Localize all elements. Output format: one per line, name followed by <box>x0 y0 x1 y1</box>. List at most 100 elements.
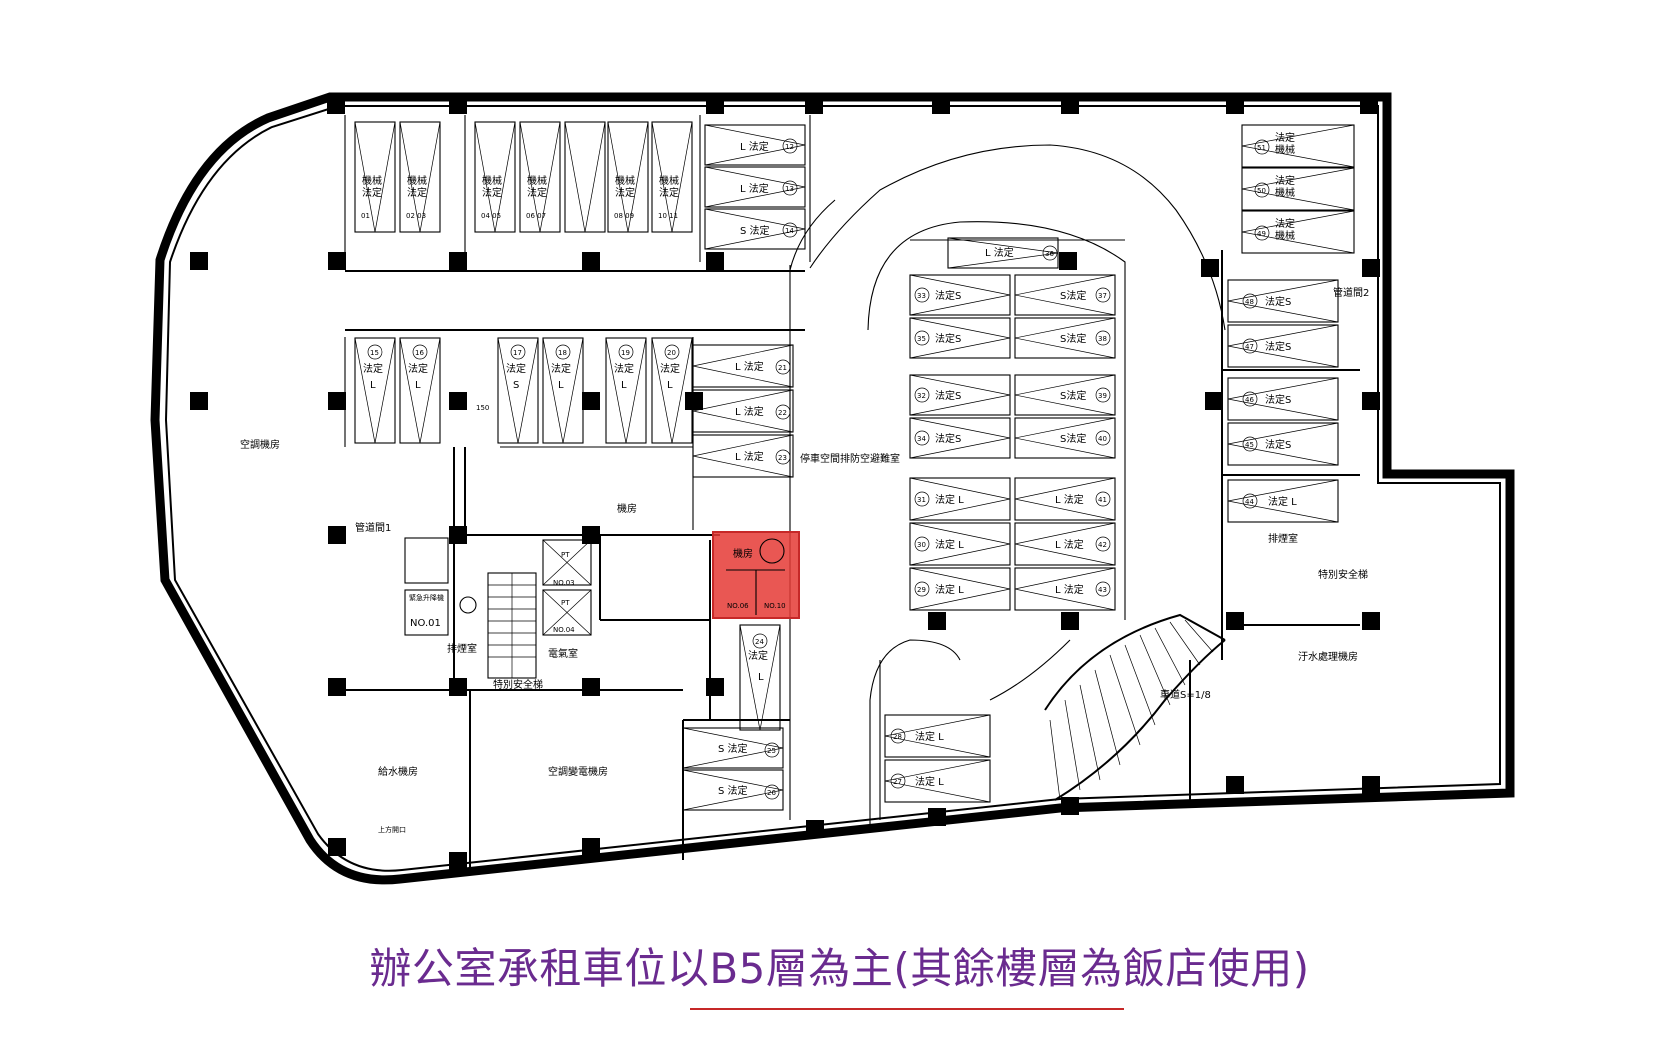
stall-label: 法定S <box>935 389 961 402</box>
stall-label: 法定 <box>506 362 526 375</box>
label-pt-2: PT <box>561 599 570 607</box>
label-stair-special: 特別安全梯 <box>493 678 543 691</box>
stall-label: 機械 <box>1275 229 1295 242</box>
stall-label: 法定S <box>935 332 961 345</box>
stall-label: 法定S <box>935 432 961 445</box>
stall-number: 43 <box>1098 586 1107 594</box>
stall-label: 法定 L <box>915 730 944 743</box>
hl-room-label: 機房 <box>733 547 753 560</box>
stall-number: 44 <box>1245 498 1254 506</box>
stall-label: 法定S <box>1265 295 1291 308</box>
highlighted-room: 機房 NO.06 NO.10 <box>712 531 800 619</box>
partitions <box>344 115 1360 870</box>
stall-number: 35 <box>917 335 926 343</box>
stall-number: 38 <box>1098 335 1107 343</box>
stall-number: 21 <box>778 364 787 372</box>
label-fire-shelter: 停車空間排防空避難室 <box>800 452 900 465</box>
stall-label: S法定 <box>1060 289 1086 302</box>
stall-number: 30 <box>917 541 926 549</box>
label-lift: 緊急升降機 <box>409 593 444 602</box>
stall-label: 法定 L <box>935 583 964 596</box>
stall-number: 20 <box>667 349 676 357</box>
caption-underline <box>690 1008 1124 1010</box>
stall-label: 法定S <box>1265 438 1291 451</box>
stall-number: 47 <box>1245 343 1254 351</box>
stall-label: 法定 L <box>915 775 944 788</box>
label-elevator-4: NO.04 <box>553 626 575 634</box>
label-lift-no: NO.01 <box>410 618 441 629</box>
stall-label: 法定 <box>408 362 428 375</box>
stall-label: S法定 <box>1060 332 1086 345</box>
stall-number: 01 <box>361 212 370 220</box>
stall-label: S 法定 <box>740 224 770 237</box>
stall-label: 法定 <box>615 186 635 199</box>
stall-label: 法定 <box>614 362 634 375</box>
stall-label: 法定 L <box>935 538 964 551</box>
stall-number: 46 <box>1245 396 1254 404</box>
stall-number: 27 <box>893 778 902 786</box>
stall-label: 法定 L <box>935 493 964 506</box>
stall-label: 機械 <box>1275 186 1295 199</box>
stall-label: 機械 <box>1275 143 1295 156</box>
label-ramp: 車道S=1/8 <box>1160 688 1211 701</box>
stall-label: 法定 <box>407 186 427 199</box>
stall-label: 機械 <box>615 174 635 187</box>
stall-number: 23 <box>778 454 787 462</box>
stall-label: L 法定 <box>1055 583 1084 596</box>
stall-number: 49 <box>1257 230 1266 238</box>
label-pt-1: PT <box>561 551 570 559</box>
label-elec-room: 電氣室 <box>548 647 578 660</box>
stall-number: 40 <box>1098 435 1107 443</box>
label-shaft-1: 管道間1 <box>355 521 391 534</box>
stall-number: 29 <box>917 586 926 594</box>
stall-number: 50 <box>1257 187 1266 195</box>
inner-wall <box>164 105 1501 872</box>
stall-label: S 法定 <box>718 742 748 755</box>
stall-label: 機械 <box>407 174 427 187</box>
room-labels: 空調機房 管道間1 管道間2 機房 給水機房 空調變電機房 汙水處理機房 排煙室… <box>240 286 1369 834</box>
stall-number: 06 07 <box>526 212 546 220</box>
stall-size: L <box>667 380 673 391</box>
label-elevator-3: NO.03 <box>553 579 575 587</box>
stall-number: 51 <box>1257 144 1266 152</box>
stall-label: S法定 <box>1060 432 1086 445</box>
stall-label: 法定 <box>551 362 571 375</box>
stall-label: 法定 <box>363 362 383 375</box>
label-shaft-2: 管道間2 <box>1333 286 1369 299</box>
stall-number: 18 <box>558 349 567 357</box>
stair-core <box>459 572 537 679</box>
stall-label: L 法定 <box>1055 493 1084 506</box>
label-exhaust: 排煙室 <box>1268 532 1298 545</box>
stall-number: 17 <box>513 349 522 357</box>
stall-number: 42 <box>1098 541 1107 549</box>
stall-label: L 法定 <box>735 450 764 463</box>
stall-number: 15 <box>370 349 379 357</box>
stall-label: 機械 <box>482 174 502 187</box>
structural-columns <box>190 96 1380 870</box>
label-ac-power: 空調變電機房 <box>548 765 608 778</box>
hl-no-a: NO.06 <box>727 602 749 610</box>
ramp-path <box>789 144 1226 825</box>
parking-stall <box>564 121 606 233</box>
stall-label: 法定S <box>1265 393 1291 406</box>
stall-label: 法定 <box>527 186 547 199</box>
stall-label: L 法定 <box>735 360 764 373</box>
stall-label: 機械 <box>362 174 382 187</box>
stall-size: L <box>415 380 421 391</box>
stall-size: L <box>621 380 627 391</box>
stall-number: 39 <box>1098 392 1107 400</box>
stall-number: 48 <box>1245 298 1254 306</box>
label-machine-room: 機房 <box>617 502 637 515</box>
stall-number: 02 03 <box>406 212 426 220</box>
stall-label: 法定 L <box>1268 495 1297 508</box>
stall-number: 13 <box>785 185 794 193</box>
stall-size: S <box>513 380 519 391</box>
stall-number: 22 <box>778 409 787 417</box>
stall-number: 31 <box>917 496 926 504</box>
stall-number: 45 <box>1245 441 1254 449</box>
stall-label: 法定 <box>660 362 680 375</box>
stall-size: L <box>558 380 564 391</box>
stall-label: 機械 <box>527 174 547 187</box>
stall-number: 26 <box>767 789 776 797</box>
